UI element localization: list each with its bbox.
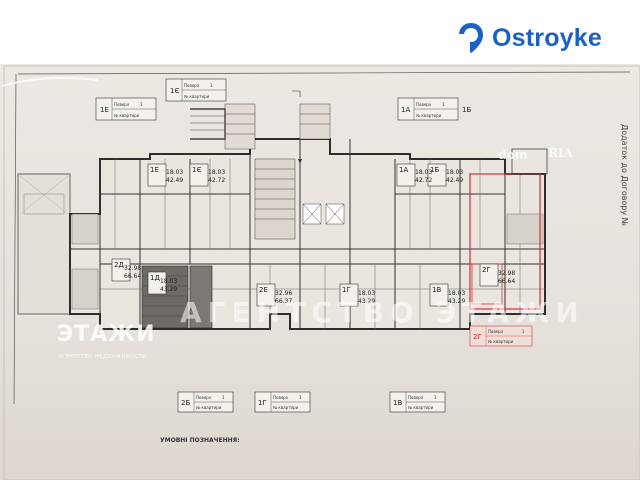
tag-unit-1e: 1Е bbox=[100, 106, 109, 114]
tag-floor-1a: 1 bbox=[442, 102, 445, 107]
unit-total-1v: 43.29 bbox=[448, 298, 465, 305]
tag-unit-1ye: 1Є bbox=[170, 87, 179, 95]
floor-plan-drawing: 1Е 18.03 42.49 1Є 18.03 42.72 1А 18.03 4… bbox=[3, 65, 640, 480]
tag-floor-label-1e: Поверх bbox=[114, 102, 130, 107]
tag-apt-label-1ye: № квартири bbox=[184, 94, 210, 99]
ria-watermark: RIA bbox=[548, 146, 573, 160]
tag-floor-label-1g: Поверх bbox=[273, 395, 289, 400]
tag-floor-1g: 1 bbox=[299, 395, 302, 400]
unit-total-2e: 66.37 bbox=[275, 298, 292, 305]
tag-floor-label-1v: Поверх bbox=[408, 395, 424, 400]
tag-floor-label-2g: Поверх bbox=[488, 329, 504, 334]
tag-apt-label-2b: № квартири bbox=[196, 405, 222, 410]
brand-name: Ostroyke bbox=[492, 23, 602, 52]
domria-watermark: dom bbox=[498, 148, 528, 162]
tag-apt-label-2g: № квартири bbox=[488, 339, 514, 344]
tag-apt-label-1a: № квартири bbox=[416, 113, 442, 118]
unit-id-1v: 1В bbox=[432, 286, 441, 294]
header: Ostroyke bbox=[0, 0, 640, 64]
agency-watermark-swoosh-icon bbox=[1, 77, 99, 87]
center-watermark: АГЕНТСТВО ЭТАЖИ bbox=[180, 296, 585, 329]
unit-total-1e: 42.49 bbox=[166, 177, 183, 184]
floor-plan-photo: 1Е 18.03 42.49 1Є 18.03 42.72 1А 18.03 4… bbox=[0, 64, 640, 480]
tag-floor-label-1ye: Поверх bbox=[184, 83, 200, 88]
unit-living-1v: 18.03 bbox=[448, 290, 465, 297]
unit-living-1e: 18.03 bbox=[166, 169, 183, 176]
unit-id-1a: 1А bbox=[399, 166, 408, 174]
tag-unit-1a: 1А bbox=[401, 106, 410, 114]
unit-living-1d: 18.03 bbox=[160, 278, 177, 285]
unit-total-1g: 43.29 bbox=[358, 298, 375, 305]
unit-living-2e: 32.96 bbox=[275, 290, 292, 297]
unit-living-2g: 32.98 bbox=[498, 270, 515, 277]
tag-floor-1v: 1 bbox=[434, 395, 437, 400]
agency-watermark: ЭТАЖИ bbox=[57, 322, 156, 347]
unit-total-1ye: 42.72 bbox=[208, 177, 225, 184]
tag-unit-2g: 2Г bbox=[473, 333, 482, 341]
tag-apt-label-1g: № квартири bbox=[273, 405, 299, 410]
tag-floor-1e: 1 bbox=[140, 102, 143, 107]
tag-unit-1v: 1В bbox=[393, 399, 402, 407]
unit-id-1ye: 1Є bbox=[192, 166, 201, 174]
unit-id-2g: 2Г bbox=[482, 266, 491, 274]
unit-living-1ye: 18.03 bbox=[208, 169, 225, 176]
unit-living-1b: 18.03 bbox=[446, 169, 463, 176]
unit-total-1a: 42.72 bbox=[415, 177, 432, 184]
unit-id-2e: 2Е bbox=[259, 286, 268, 294]
tag-floor-label-2b: Поверх bbox=[196, 395, 212, 400]
tag-floor-2g: 1 bbox=[522, 329, 525, 334]
brand-pin-icon bbox=[458, 23, 483, 54]
tag-unit-1g: 1Г bbox=[258, 399, 267, 407]
tag-floor-1ye: 1 bbox=[210, 83, 213, 88]
tag-floor-label-1a: Поверх bbox=[416, 102, 432, 107]
legend-title: УМОВНІ ПОЗНАЧЕННЯ: bbox=[160, 437, 240, 444]
tag-apt-label-1v: № квартири bbox=[408, 405, 434, 410]
tag-unit-1b: 1Б bbox=[462, 106, 471, 114]
unit-living-2d: 32.98 bbox=[124, 265, 141, 272]
unit-id-1d: 1Д bbox=[150, 274, 160, 282]
contract-appendix-text: Додаток до Договору № bbox=[620, 124, 629, 227]
unit-living-1a: 18.03 bbox=[415, 169, 432, 176]
brand-logo[interactable]: Ostroyke bbox=[458, 22, 602, 54]
unit-total-1b: 42.49 bbox=[446, 177, 463, 184]
unit-id-1g: 1Г bbox=[342, 286, 351, 294]
tag-apt-label-1e: № квартири bbox=[114, 113, 140, 118]
unit-id-2d: 2Д bbox=[114, 261, 124, 269]
unit-total-2d: 66.64 bbox=[124, 273, 141, 280]
unit-total-1d: 43.29 bbox=[160, 286, 177, 293]
tag-floor-2b: 1 bbox=[222, 395, 225, 400]
agency-watermark-sub: АГЕНТСТВО НЕДВИЖИМОСТИ bbox=[58, 354, 147, 360]
unit-living-1g: 18.03 bbox=[358, 290, 375, 297]
unit-total-2g: 66.64 bbox=[498, 278, 515, 285]
unit-id-1e: 1Е bbox=[150, 166, 159, 174]
unit-id-1b: 1Б bbox=[430, 166, 439, 174]
tag-unit-2b: 2Б bbox=[181, 399, 190, 407]
